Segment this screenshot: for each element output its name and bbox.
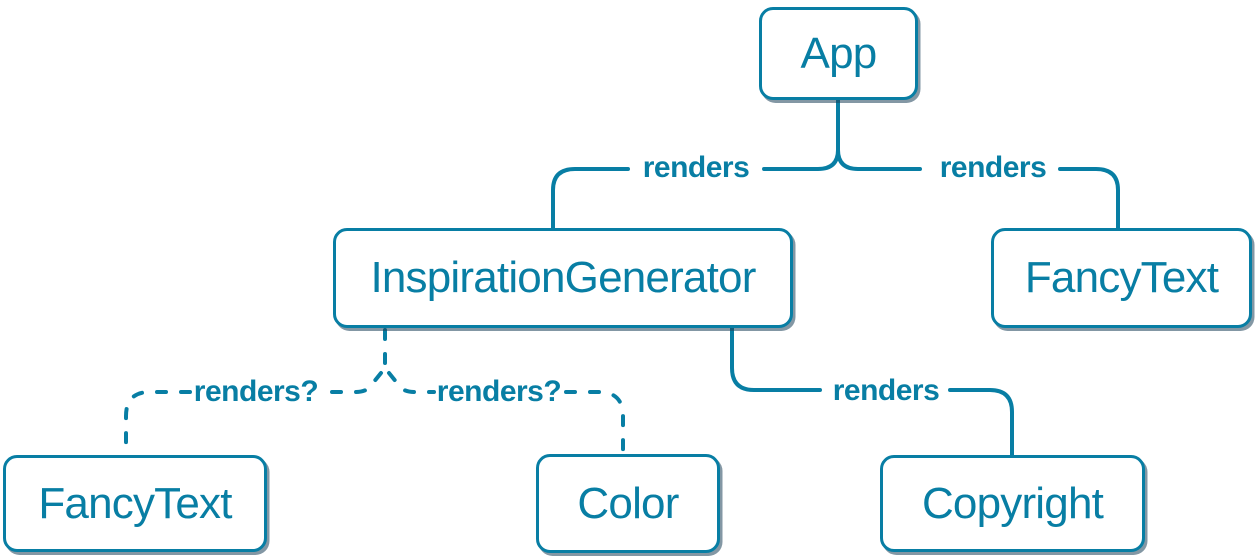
connector-to-copyright — [948, 388, 1014, 457]
node-copyright-label: Copyright — [921, 478, 1104, 528]
connector-app-trunk-right — [836, 148, 922, 171]
edge-label-app-fancytext: renders — [939, 151, 1047, 184]
node-fancytext-bottom: FancyText — [3, 455, 267, 552]
edge-label-inspiration-fancytext: renders? — [193, 375, 319, 408]
connector-inspiration-to-renders — [730, 326, 822, 392]
edge-label-inspiration-copyright: renders — [832, 374, 940, 407]
node-color-label: Color — [577, 478, 679, 528]
connector-dashed-left-branch — [316, 371, 383, 394]
node-fancytext-top-label: FancyText — [1024, 253, 1219, 302]
edge-label-inspiration-color: renders? — [436, 375, 562, 408]
connector-to-fancytext-top — [1058, 167, 1120, 230]
connector-dashed-right-branch — [387, 371, 436, 394]
node-fancytext-top: FancyText — [991, 228, 1252, 328]
node-app: App — [759, 7, 918, 100]
node-fancytext-bottom-label: FancyText — [38, 478, 232, 528]
node-color: Color — [536, 454, 720, 553]
node-inspiration-generator: InspirationGenerator — [333, 228, 793, 328]
connector-app-trunk-left — [762, 98, 840, 171]
edge-label-app-inspirationgenerator: renders — [642, 151, 750, 184]
connector-to-inspirationgenerator — [551, 167, 630, 230]
connector-dashed-to-color — [564, 390, 625, 456]
node-inspiration-generator-label: InspirationGenerator — [370, 253, 756, 302]
node-copyright: Copyright — [880, 455, 1145, 552]
connector-dashed-to-fancytext-bottom — [124, 390, 192, 457]
node-app-label: App — [800, 28, 878, 78]
